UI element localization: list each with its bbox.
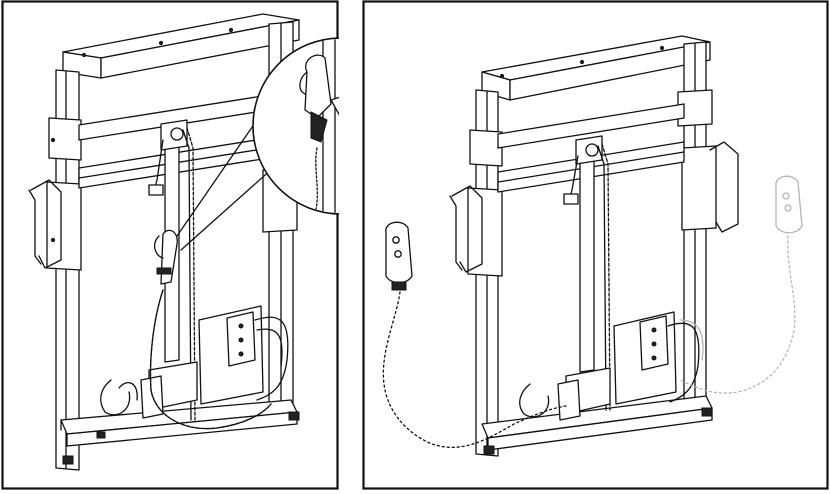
hand-controller-icon: [385, 221, 413, 291]
ghost-hand-controller-icon: [679, 175, 803, 394]
hand-controller-icon: [153, 229, 178, 285]
control-box-icon: [613, 311, 677, 405]
right-panel-border: [362, 0, 829, 490]
left-panel-border: [1, 0, 339, 490]
cable-bundle-icon: [100, 316, 289, 416]
coiled-cable-icon: [382, 291, 567, 448]
cable-bundle-icon: [519, 322, 700, 418]
magnifier-callout-icon: [176, 37, 339, 251]
left-panel-drawing: [1, 0, 339, 490]
control-box-icon: [198, 305, 264, 405]
coiled-cable-icon: [149, 289, 272, 430]
right-panel-drawing: [362, 0, 829, 490]
actuator-icon: [557, 135, 611, 421]
right-panel: [362, 0, 829, 490]
left-panel: [1, 0, 339, 490]
